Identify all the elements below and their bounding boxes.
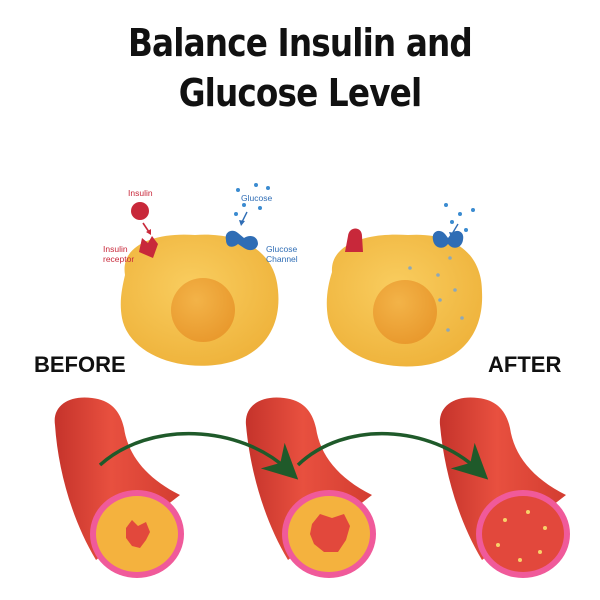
glucose-dots-outside xyxy=(444,203,475,232)
page-title: Balance Insulin and Glucose Level xyxy=(42,18,558,118)
title-line-1: Balance Insulin and xyxy=(128,21,473,65)
insulin-arrow xyxy=(142,222,150,233)
glucose-channel-label-1: Glucose xyxy=(266,244,297,254)
glucose-dots xyxy=(234,183,270,216)
glucose-channel-open xyxy=(432,230,464,248)
glucose-channel xyxy=(225,230,258,251)
cell-after xyxy=(326,203,483,367)
vessel-middle xyxy=(245,397,376,578)
cell-nucleus xyxy=(373,280,437,344)
title-line-2: Glucose Level xyxy=(178,71,422,115)
transition-arrow-1 xyxy=(98,431,299,480)
vessel-lumen xyxy=(310,514,350,552)
vessel-lumen xyxy=(482,496,564,572)
vessel-body xyxy=(54,397,181,560)
vessel-lumen xyxy=(126,520,150,548)
glucose-particles xyxy=(496,510,547,562)
vessel-before xyxy=(54,397,184,578)
insulin-receptor-label-2: receptor xyxy=(103,254,134,264)
after-label: AFTER xyxy=(488,352,562,377)
glucose-channel-label-2: Channel xyxy=(266,254,298,264)
insulin-receptor-label-1: Insulin xyxy=(103,244,128,254)
cell-nucleus xyxy=(171,278,235,342)
glucose-dots-inside xyxy=(408,256,464,332)
insulin-label: Insulin xyxy=(128,188,153,198)
glucose-label: Glucose xyxy=(241,193,272,203)
glucose-arrow xyxy=(241,211,248,223)
transition-arrow-2 xyxy=(296,431,489,480)
insulin-receptor xyxy=(139,236,158,258)
cell-before: Insulin Insulin receptor Glucose Glucose… xyxy=(103,183,298,366)
insulin-receptor-bound xyxy=(345,228,363,252)
vessel-after xyxy=(439,397,570,578)
before-label: BEFORE xyxy=(34,352,126,377)
insulin-molecule xyxy=(131,202,149,220)
